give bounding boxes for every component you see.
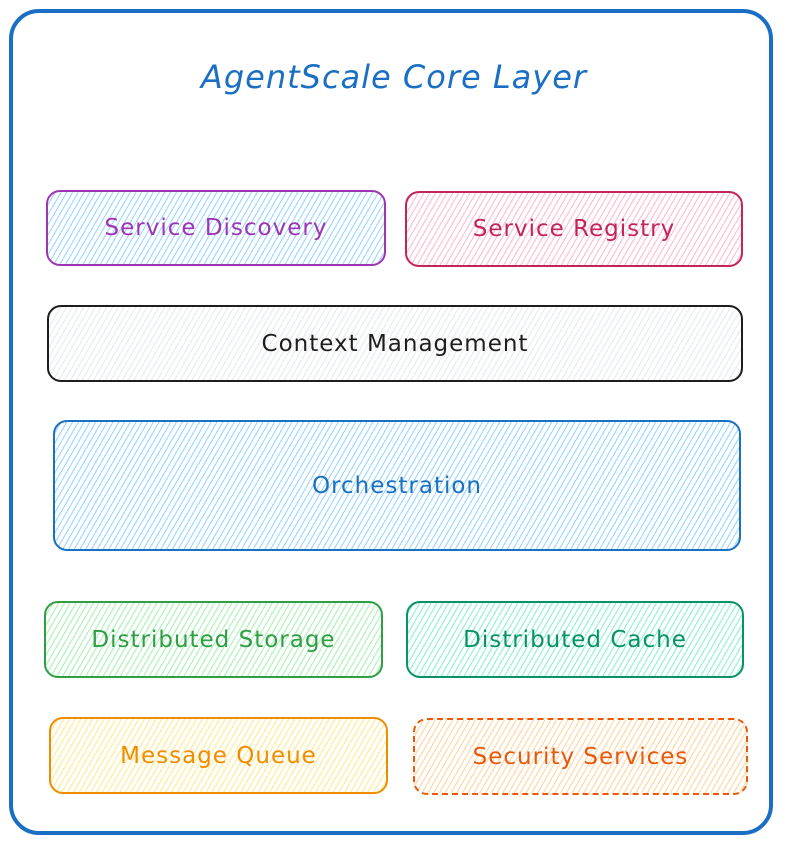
message-queue-box: Message Queue [49, 717, 388, 794]
distributed-storage-label: Distributed Storage [91, 626, 336, 653]
context-management-label: Context Management [261, 330, 529, 357]
distributed-cache-box: Distributed Cache [406, 601, 744, 678]
distributed-storage-box: Distributed Storage [44, 601, 383, 678]
orchestration-label: Orchestration [311, 472, 483, 499]
core-layer-container [9, 9, 773, 835]
security-services-box: Security Services [413, 718, 748, 795]
service-discovery-label: Service Discovery [104, 215, 328, 241]
service-discovery-box: Service Discovery [46, 190, 386, 266]
context-management-box: Context Management [47, 305, 743, 382]
orchestration-box: Orchestration [53, 420, 741, 551]
message-queue-label: Message Queue [120, 742, 317, 769]
distributed-cache-label: Distributed Cache [463, 626, 687, 653]
diagram-title: AgentScale Core Layer [200, 58, 588, 96]
security-services-label: Security Services [472, 743, 689, 770]
service-registry-box: Service Registry [405, 191, 743, 267]
service-registry-label: Service Registry [472, 216, 676, 242]
